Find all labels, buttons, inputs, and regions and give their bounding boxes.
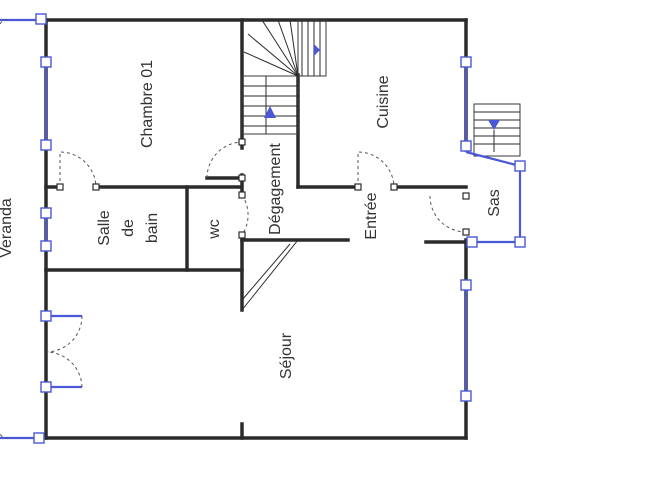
stair-arrow-up (264, 106, 276, 118)
label-entree: Entrée (363, 192, 380, 239)
label-veranda: Veranda (0, 198, 15, 258)
sas-stair-arrow (488, 120, 500, 130)
sas-staircase (473, 103, 521, 157)
door-sas-swing (429, 195, 467, 233)
label-sas: Sas (486, 189, 503, 217)
veranda-curve-bottom (0, 433, 9, 439)
stair-lower-block (241, 75, 299, 135)
label-de: de (120, 219, 137, 237)
main-staircase (241, 19, 327, 311)
sas-wall-top (465, 150, 521, 168)
label-sejour: Séjour (278, 332, 295, 379)
label-cuisine: Cuisine (375, 75, 392, 128)
label-chambre: Chambre 01 (139, 60, 156, 148)
sas-stair-block (473, 103, 521, 157)
door-veranda-swing-1 (45, 315, 83, 353)
stair-arrow-top (314, 44, 320, 56)
label-wc: wc (206, 219, 223, 240)
veranda-curve-top (0, 19, 9, 25)
windows (0, 13, 526, 444)
label-bain: bain (144, 213, 161, 243)
door-bath-swing (59, 151, 97, 188)
stair-upper-block (297, 19, 327, 77)
room-labels: Chambre 01 Cuisine Dégagement Entrée Sas… (0, 60, 503, 379)
door-posts (56, 138, 470, 239)
door-swings (0, 19, 467, 439)
door-kitchen-swing (357, 151, 395, 188)
label-degagement: Dégagement (267, 143, 284, 235)
stair-diagonal (241, 239, 299, 311)
label-salle: Salle (96, 210, 113, 246)
door-wc-swing (241, 194, 249, 236)
sas-walls (465, 150, 522, 244)
door-chambre-swing (206, 141, 243, 179)
door-veranda-swing-2 (45, 351, 83, 388)
